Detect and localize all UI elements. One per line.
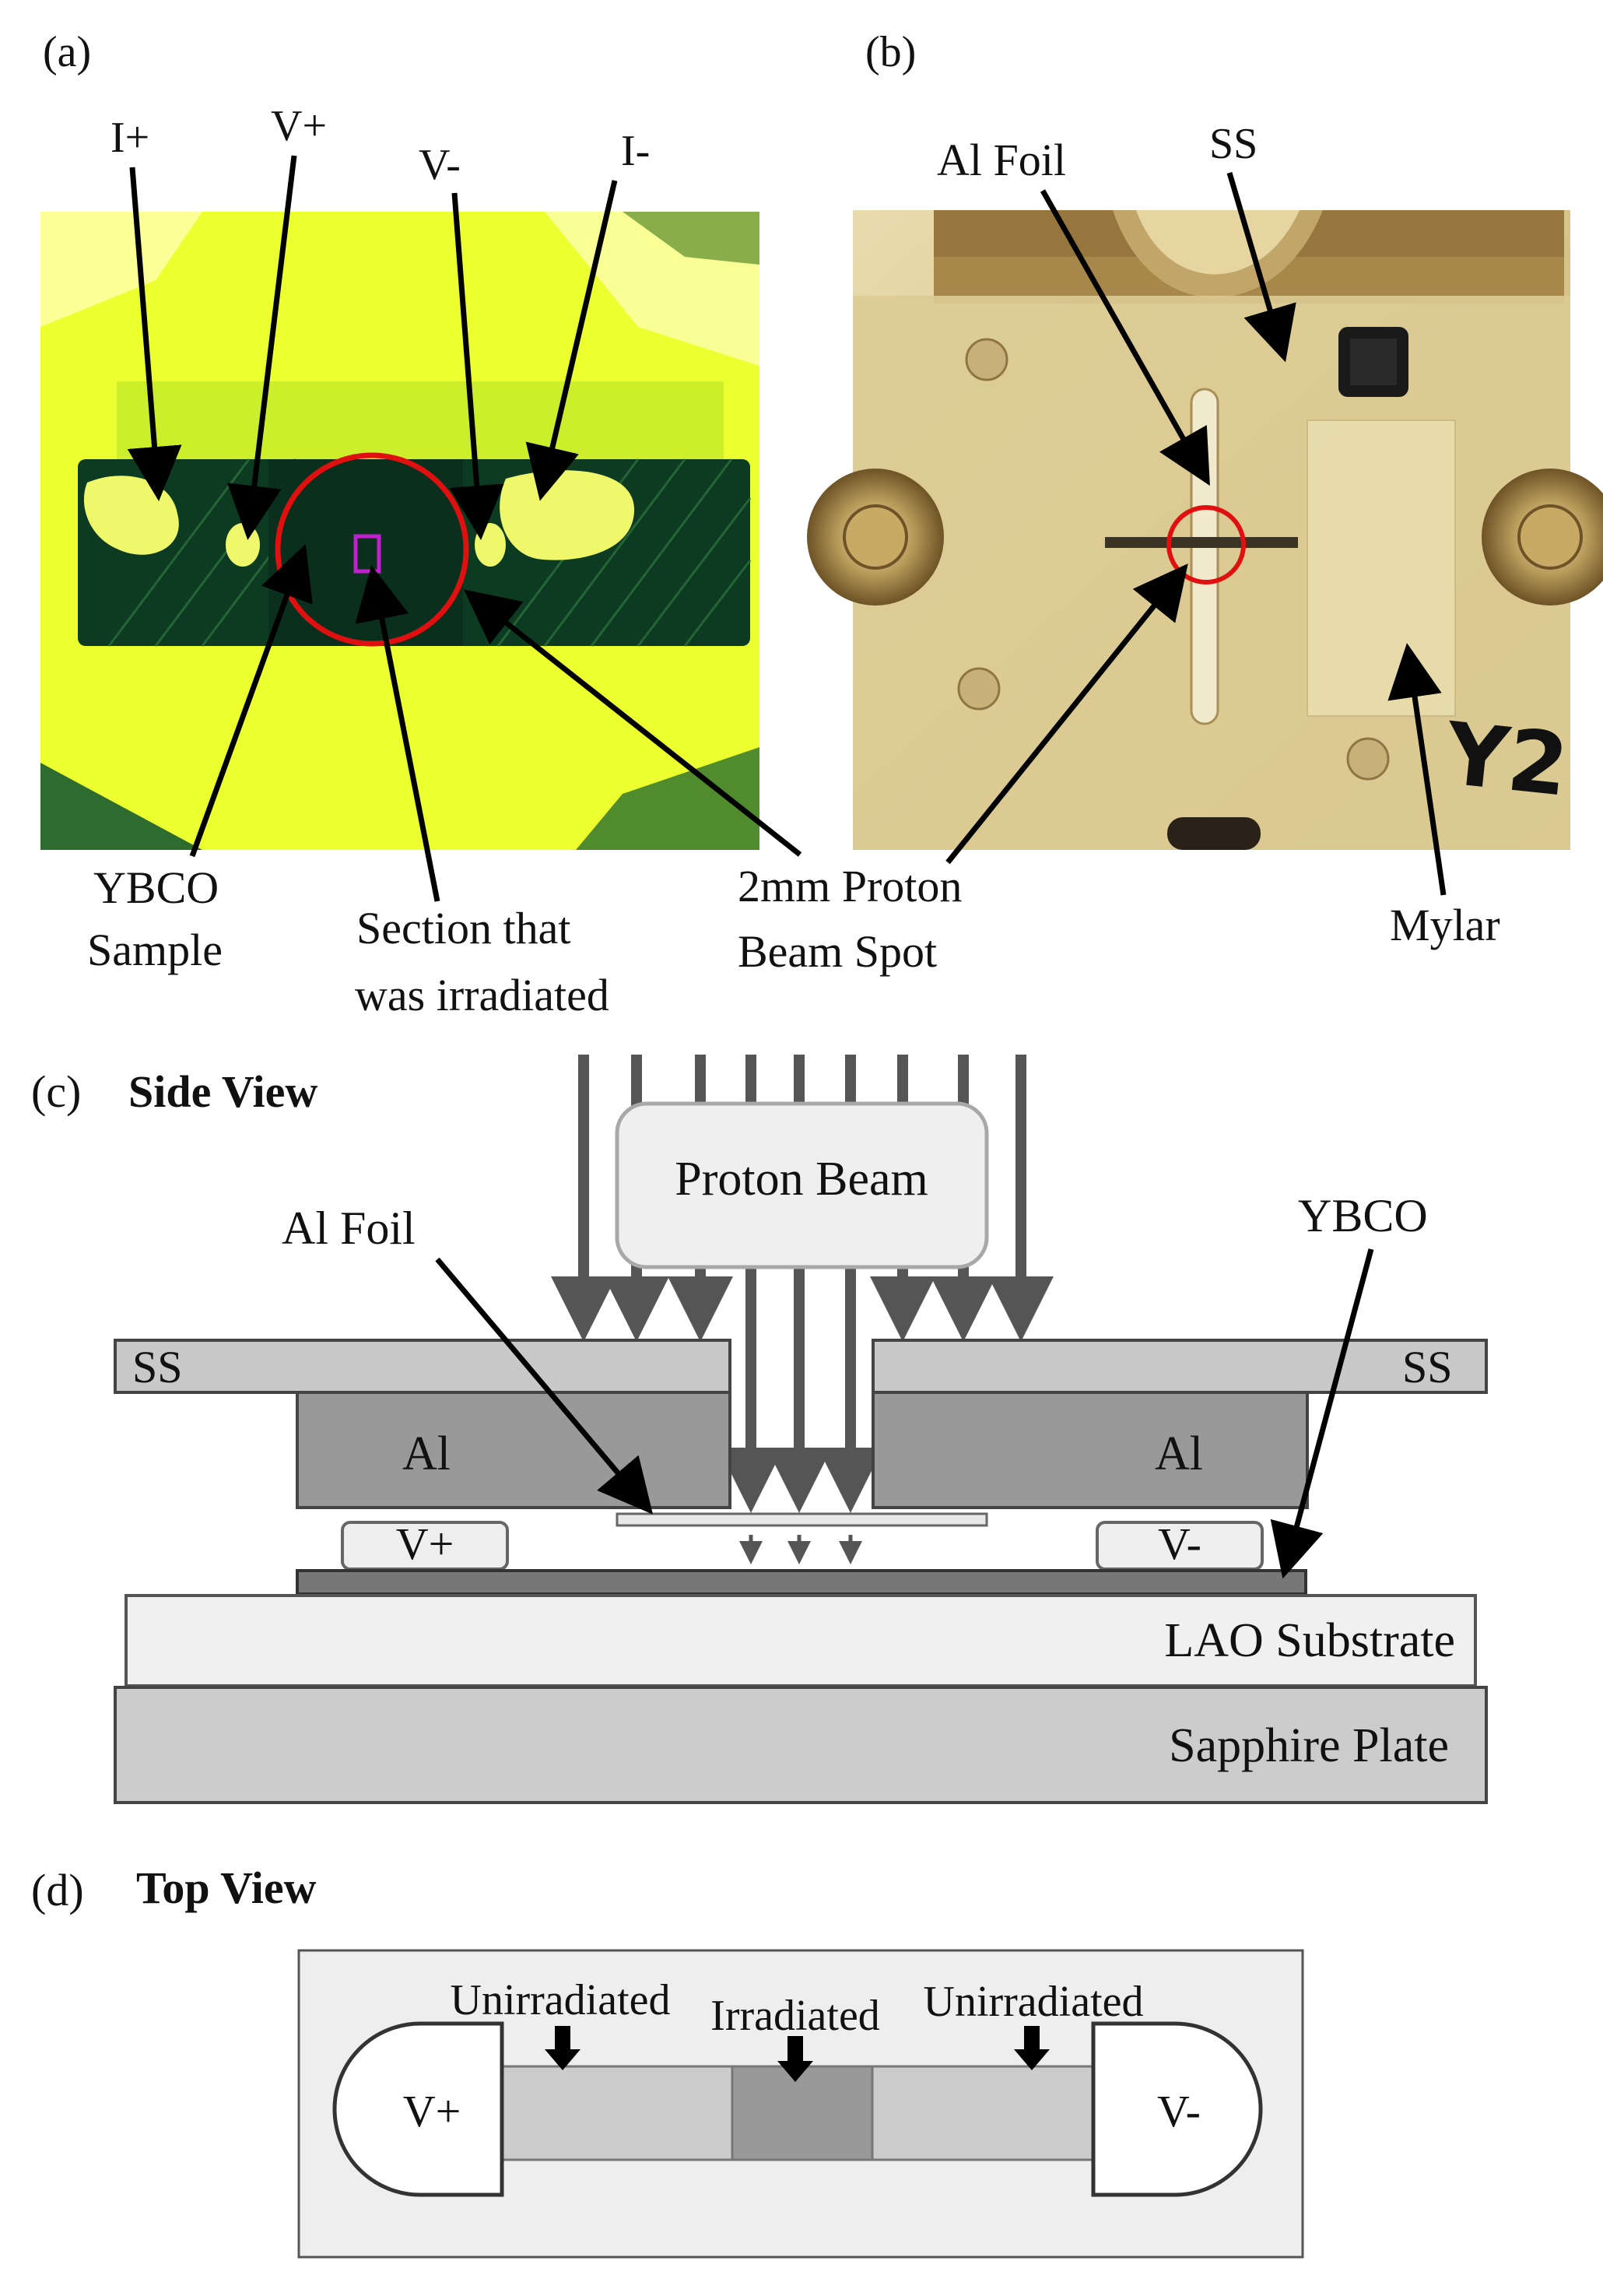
arrow-beam-spot-a xyxy=(464,589,802,857)
arrow-ybco-sample xyxy=(189,543,313,858)
arrow-irradiated-section xyxy=(355,565,440,902)
lead-i-plus-label: I+ xyxy=(110,114,149,162)
ss-right-label: SS xyxy=(1402,1342,1453,1392)
panel-b-photo: Y2 xyxy=(807,210,1603,850)
al-foil-label-b: Al Foil xyxy=(937,135,1066,185)
arrow-beam-spot-b xyxy=(945,563,1188,865)
al-block-left xyxy=(296,1391,731,1509)
proton-beam-label: Proton Beam xyxy=(675,1153,928,1206)
irradiated-region xyxy=(731,2065,874,2161)
panel-d: (d) Top View V+ V- Unirradiated Irradiat… xyxy=(31,1862,1304,2259)
al-left-label: Al xyxy=(402,1427,451,1480)
ss-plate-right xyxy=(872,1339,1488,1394)
arrow-v-plus xyxy=(226,155,297,540)
arrow-ybco-c xyxy=(1270,1248,1374,1579)
panel-b: (b) Y2 Al Foil SS 2mm Proton xyxy=(738,28,1603,977)
al-foil-label-c: Al Foil xyxy=(282,1202,416,1254)
unirradiated-right-label: Unirradiated xyxy=(924,1978,1144,2026)
unirradiated-left-label: Unirradiated xyxy=(451,1976,671,2024)
arrow-ss-b xyxy=(1226,172,1296,363)
v-minus-pad-top xyxy=(1091,2021,1263,2197)
beam-spot-label-line1: 2mm Proton xyxy=(738,861,962,911)
ss-left-label: SS xyxy=(132,1342,183,1392)
irradiated-section-label-line2: was irradiated xyxy=(355,970,609,1020)
arrow-mylar xyxy=(1387,643,1447,896)
arrow-i-plus xyxy=(127,167,182,501)
v-minus-top-label: V- xyxy=(1157,2086,1201,2136)
v-plus-side-label: V+ xyxy=(396,1518,454,1569)
panel-a: (a) xyxy=(40,28,802,1020)
lead-i-minus-label: I- xyxy=(621,127,650,175)
unirradiated-left-region xyxy=(500,2065,734,2161)
al-right-label: Al xyxy=(1155,1427,1203,1480)
panel-d-tag: (d) xyxy=(31,1865,84,1915)
arrow-irradiated xyxy=(777,2036,813,2082)
lao-substrate xyxy=(125,1594,1477,1687)
arrow-al-foil-b xyxy=(1040,189,1210,486)
panel-b-tag: (b) xyxy=(865,28,916,76)
v-plus-top-label: V+ xyxy=(403,2086,461,2136)
ybco-sample-label-line2: Sample xyxy=(87,925,223,975)
arrow-unirradiated-left xyxy=(545,2026,581,2070)
irradiated-label: Irradiated xyxy=(710,1992,880,2040)
v-minus-side-label: V- xyxy=(1158,1518,1201,1569)
al-foil-strip xyxy=(616,1512,988,1527)
panel-a-photo xyxy=(40,212,759,850)
panel-d-title: Top View xyxy=(136,1862,317,1913)
ybco-film xyxy=(296,1569,1307,1596)
sapphire-plate-label: Sapphire Plate xyxy=(1169,1719,1449,1772)
arrow-al-foil-c xyxy=(435,1257,654,1515)
lead-v-minus-label: V- xyxy=(419,141,461,189)
ybco-sample-label-line1: YBCO xyxy=(93,862,219,913)
lao-substrate-label: LAO Substrate xyxy=(1164,1614,1455,1667)
ybco-label-c: YBCO xyxy=(1298,1190,1428,1241)
arrow-i-minus xyxy=(525,180,618,501)
beam-spot-circle-b xyxy=(1166,505,1246,585)
beam-spot-label-line2: Beam Spot xyxy=(738,926,937,977)
ss-plate-left xyxy=(114,1339,731,1394)
ss-label-b: SS xyxy=(1209,120,1257,168)
sapphire-plate xyxy=(114,1686,1488,1804)
mylar-label: Mylar xyxy=(1390,900,1500,950)
arrow-unirradiated-right xyxy=(1014,2026,1050,2070)
panel-c-tag: (c) xyxy=(31,1066,81,1117)
arrow-v-minus xyxy=(449,192,504,540)
proton-beam-box xyxy=(615,1101,989,1269)
panel-c-title: Side View xyxy=(128,1066,317,1117)
panel-c: (c) Side View Proton Beam SS SS Al Al xyxy=(31,1055,1488,1804)
unirradiated-right-region xyxy=(871,2065,1095,2161)
irradiated-section-label-line1: Section that xyxy=(356,903,570,953)
al-block-right xyxy=(872,1391,1309,1509)
handwriting-y2: Y2 xyxy=(1440,704,1573,816)
panel-a-tag: (a) xyxy=(43,28,91,76)
v-plus-pad-top xyxy=(332,2021,504,2197)
lead-v-plus-label: V+ xyxy=(271,102,327,150)
